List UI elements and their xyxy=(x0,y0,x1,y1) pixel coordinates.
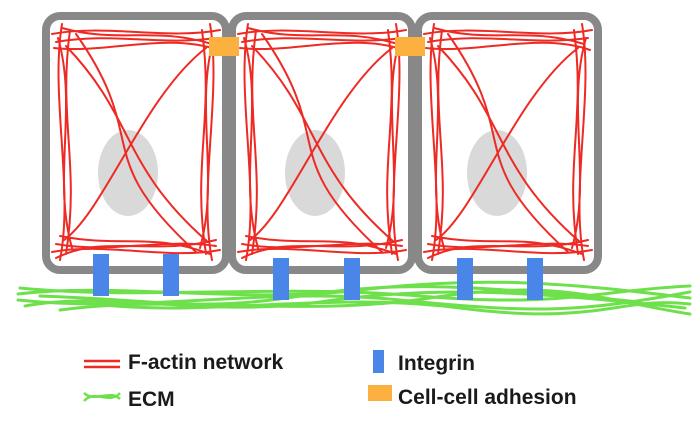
actin-strand xyxy=(425,41,591,51)
cell-cell-adhesion-2 xyxy=(395,37,425,56)
actin-strand xyxy=(75,33,197,253)
f-actin-network xyxy=(237,23,407,261)
cell-cell-adhesion-layer xyxy=(209,37,425,56)
actin-strand xyxy=(249,47,393,241)
actin-strand xyxy=(51,29,221,35)
actin-strand xyxy=(65,29,72,255)
actin-strand xyxy=(243,37,259,249)
actin-strand xyxy=(251,29,258,255)
ecm-fiber-5 xyxy=(58,288,692,316)
cell-cell-adhesion-legend-icon xyxy=(368,385,392,401)
actin-strand xyxy=(437,45,581,243)
ecm-fiber-6 xyxy=(18,284,692,302)
actin-strand xyxy=(261,33,383,253)
actin-strand xyxy=(243,23,252,261)
actin-strand xyxy=(65,45,209,243)
ecm-fiber-7 xyxy=(78,300,692,316)
cell-nucleus xyxy=(98,130,158,216)
legend-label-ecm: ECM xyxy=(128,388,175,411)
actin-strand xyxy=(435,47,579,241)
integrin-6 xyxy=(527,258,543,300)
actin-strand xyxy=(63,47,207,241)
ecm-line xyxy=(83,392,121,402)
actin-strand xyxy=(237,247,407,255)
actin-strand xyxy=(247,27,399,45)
integrin-2 xyxy=(163,254,179,296)
integrin-layer xyxy=(93,254,543,300)
cell-nucleus xyxy=(467,130,527,216)
integrin-3 xyxy=(273,258,289,300)
actin-strand xyxy=(427,239,589,259)
actin-strand xyxy=(571,37,587,249)
integrin-4 xyxy=(344,258,360,300)
actin-strand xyxy=(57,37,73,249)
integrin-legend-icon xyxy=(373,350,384,373)
legend-label-f-actin: F-actin network xyxy=(128,351,284,374)
actin-strand xyxy=(447,33,569,253)
f-actin-network xyxy=(51,23,221,261)
actin-strand xyxy=(61,27,213,45)
legend-label-cell-cell-adhesion: Cell-cell adhesion xyxy=(398,386,577,409)
f-actin-legend-icon xyxy=(84,359,120,369)
actin-strand xyxy=(385,37,401,249)
actin-strand xyxy=(55,239,217,259)
actin-strand xyxy=(437,29,444,255)
actin-strand xyxy=(237,29,407,35)
cell-2 xyxy=(228,12,416,274)
actin-strand xyxy=(200,29,207,255)
actin-strand xyxy=(251,45,395,243)
cell-3 xyxy=(414,12,602,274)
actin-strand xyxy=(572,29,579,255)
actin-strand xyxy=(433,27,585,45)
ecm-layer xyxy=(16,280,692,316)
actin-strand xyxy=(239,41,405,51)
actin-strand xyxy=(51,247,221,255)
cell-1 xyxy=(42,12,230,274)
actin-strand xyxy=(423,29,593,35)
actin-strand xyxy=(57,23,66,261)
integrin-1 xyxy=(93,254,109,296)
integrin-5 xyxy=(457,258,473,300)
legend-label-integrin: Integrin xyxy=(398,352,475,375)
ecm-legend-icon xyxy=(83,391,121,402)
actin-strand xyxy=(429,37,445,249)
legend: F-actin network ECM Integrin Cell-cell a… xyxy=(83,350,577,411)
actin-strand xyxy=(199,37,215,249)
actin-strand xyxy=(53,41,219,51)
cell-cell-adhesion-1 xyxy=(209,37,239,56)
actin-strand xyxy=(578,23,587,261)
actin-strand xyxy=(423,247,593,255)
actin-strand xyxy=(429,23,438,261)
f-actin-network xyxy=(423,23,593,261)
actin-strand xyxy=(241,239,403,259)
cells-layer xyxy=(42,12,602,274)
actin-strand xyxy=(386,29,393,255)
